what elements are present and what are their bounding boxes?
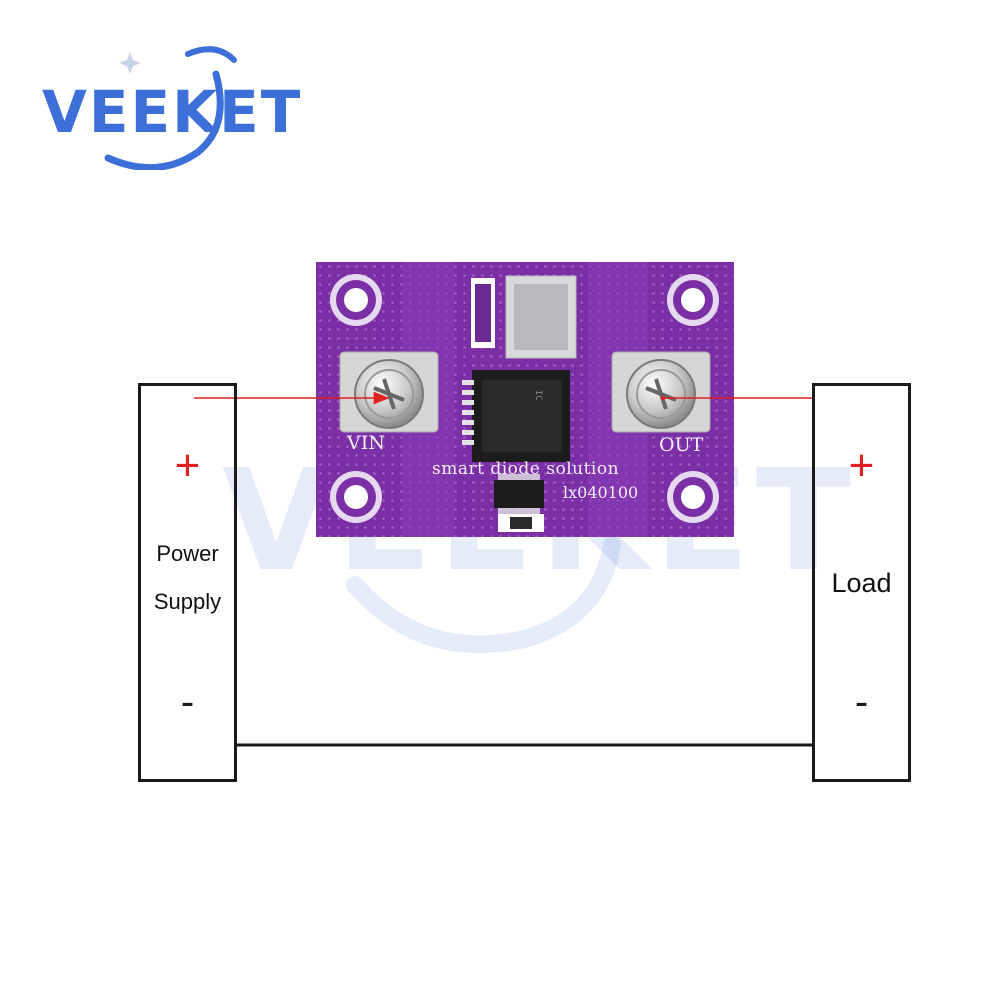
load-negative-sign: - bbox=[854, 680, 869, 724]
out-label: OUT bbox=[659, 434, 704, 456]
silkscreen-text: smart diode solution bbox=[432, 459, 620, 479]
mounting-hole-bottom-left bbox=[330, 471, 382, 523]
supply-negative-sign: - bbox=[180, 680, 195, 724]
supply-label-line2: Supply bbox=[153, 589, 222, 614]
supply-label-line1: Power bbox=[156, 541, 219, 566]
controller-chip bbox=[494, 480, 544, 508]
load-label: Load bbox=[831, 568, 892, 598]
mounting-hole-top-left bbox=[330, 274, 382, 326]
supply-positive-sign: + bbox=[174, 441, 201, 490]
mounting-hole-top-right bbox=[667, 274, 719, 326]
brand-name: VEEKET bbox=[42, 78, 303, 146]
power-supply-box: + Power Supply - bbox=[138, 383, 237, 782]
load-positive-sign: + bbox=[848, 441, 875, 490]
brand-logo: VEEKET bbox=[38, 40, 300, 170]
mosfet-chip: IC bbox=[472, 370, 570, 462]
load-box: + Load - bbox=[812, 383, 911, 782]
logo-swoosh-icon bbox=[104, 46, 237, 170]
out-screw-terminal bbox=[611, 351, 711, 433]
mounting-hole-bottom-right bbox=[667, 471, 719, 523]
vin-label: VIN bbox=[347, 432, 385, 454]
svg-text:IC: IC bbox=[533, 390, 543, 401]
model-text: lx040100 bbox=[563, 483, 639, 502]
